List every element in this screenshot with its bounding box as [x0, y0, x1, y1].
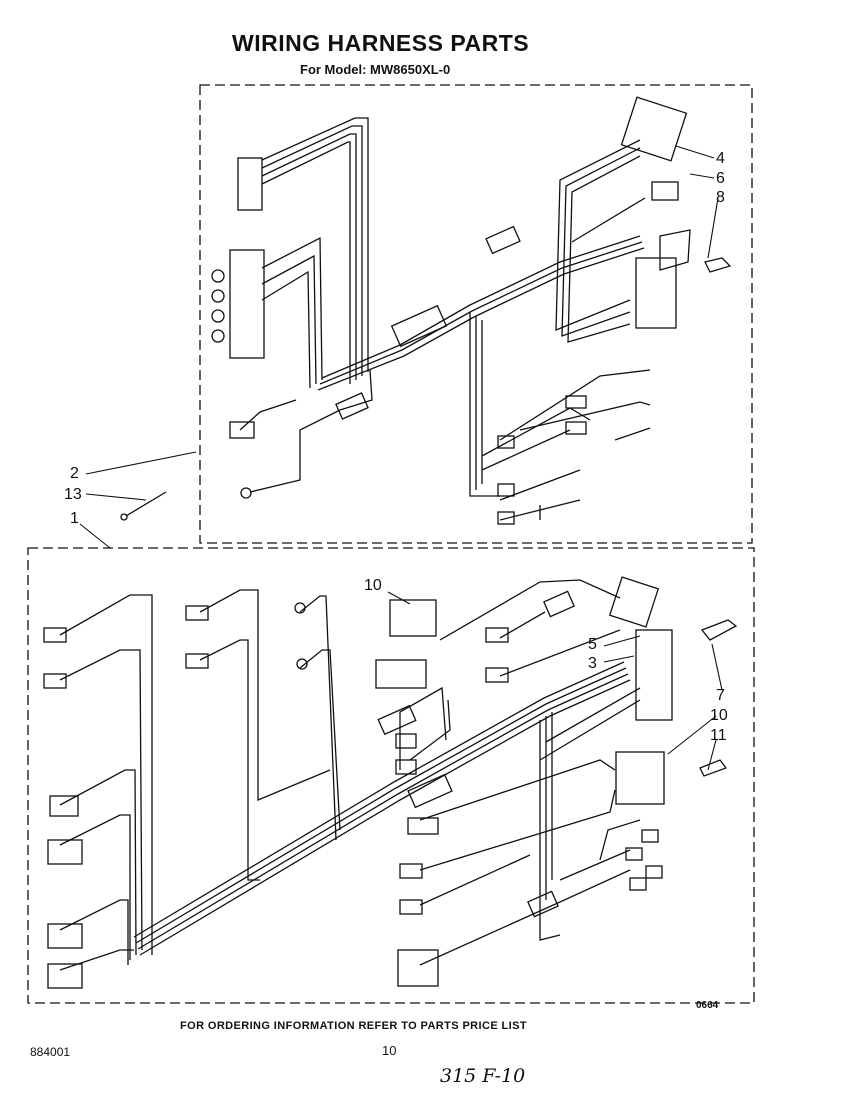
figure-code: 0664	[696, 1000, 719, 1011]
page-number: 10	[382, 1043, 397, 1058]
upper-harness-wires	[239, 117, 651, 521]
model-subtitle: For Model: MW8650XL-0	[300, 62, 451, 77]
upper-harness-connectors	[120, 96, 732, 525]
callout-2: 2	[70, 465, 79, 482]
lower-harness-box	[27, 547, 755, 1004]
upper-harness-box	[199, 84, 753, 544]
lower-harness-wires	[59, 579, 641, 971]
callout-1: 1	[70, 510, 79, 527]
document-number: 884001	[30, 1045, 71, 1059]
handwritten-note: 315 F-10	[440, 1065, 526, 1087]
lower-harness-connectors	[43, 576, 738, 989]
callout-10-lower: 10	[710, 707, 728, 724]
page-title: WIRING HARNESS PARTS	[232, 30, 530, 56]
callout-8: 8	[716, 189, 725, 206]
callout-10-upper: 10	[364, 577, 382, 594]
callout-11: 11	[710, 727, 727, 744]
callout-5: 5	[588, 636, 597, 653]
callout-4: 4	[716, 150, 725, 167]
callout-7: 7	[716, 687, 725, 704]
callout-13: 13	[64, 486, 82, 503]
callout-3: 3	[588, 655, 597, 672]
ordering-note: FOR ORDERING INFORMATION REFER TO PARTS …	[180, 1020, 527, 1032]
leader-lines	[79, 145, 723, 771]
callout-6: 6	[716, 170, 725, 187]
